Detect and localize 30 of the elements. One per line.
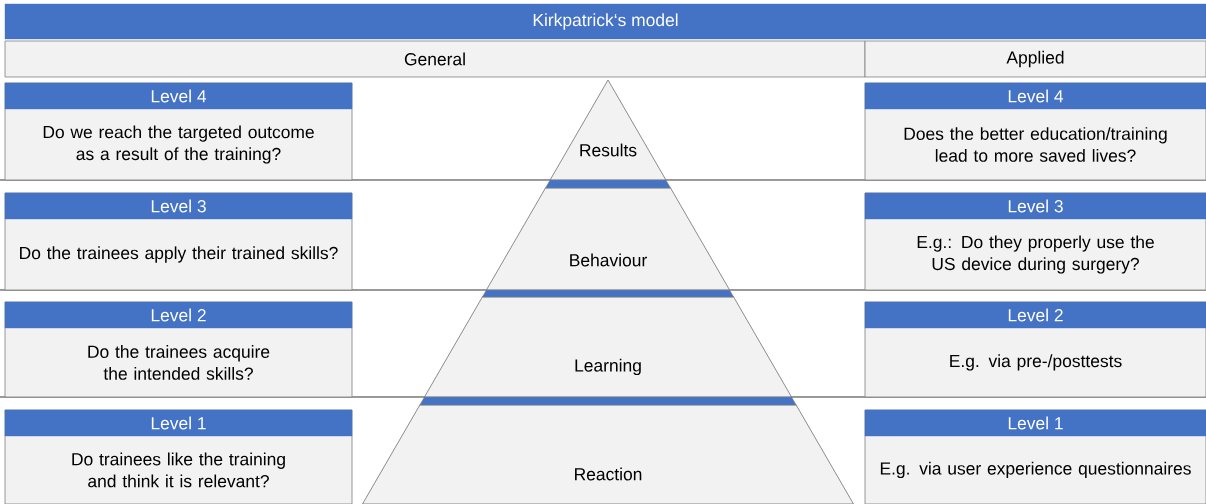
level-card — [864, 301, 1206, 398]
level-heading: Level 4 — [864, 82, 1206, 110]
question-text: E.g. via user experience questionnaires — [880, 461, 1191, 479]
question-text: Does the better education/training lead to more saved lives? — [904, 127, 1167, 162]
level-card — [4, 409, 353, 504]
level-heading: Level 2 — [4, 301, 353, 329]
question-text: Do we reach the targeted outcome as a result of the training? — [43, 125, 314, 164]
pyramid-level: Results — [549, 79, 667, 181]
level-heading: Level 4 — [4, 82, 353, 110]
pyramid-level: Learning — [424, 296, 792, 398]
level-heading: Level 3 — [4, 192, 353, 220]
level-heading: Level 2 — [864, 301, 1206, 329]
column-header: Applied — [864, 40, 1206, 78]
level-heading: Level 3 — [864, 192, 1206, 220]
level-heading: Level 1 — [4, 409, 353, 437]
level-card — [864, 409, 1206, 504]
level-card — [4, 82, 353, 181]
question-text: E.g.: Do they properly use the US device during surgery? — [917, 235, 1154, 274]
question-text: E.g. via pre-/posttests — [950, 354, 1122, 371]
level-card — [4, 192, 353, 291]
pyramid-level: Behaviour — [485, 187, 731, 291]
level-card — [864, 192, 1206, 291]
question-text: Do trainees like the training and think it is relevant? — [72, 452, 285, 488]
level-card — [864, 82, 1206, 181]
question-text: Do the trainees acquire the intended skills? — [88, 345, 270, 380]
title-band: Kirkpatrick‘s model — [4, 3, 1206, 40]
level-heading: Level 1 — [864, 409, 1206, 437]
level-card — [4, 301, 353, 398]
question-text: Do the trainees apply their trained skills? — [20, 246, 338, 263]
pyramid-level: Reaction — [362, 404, 854, 504]
